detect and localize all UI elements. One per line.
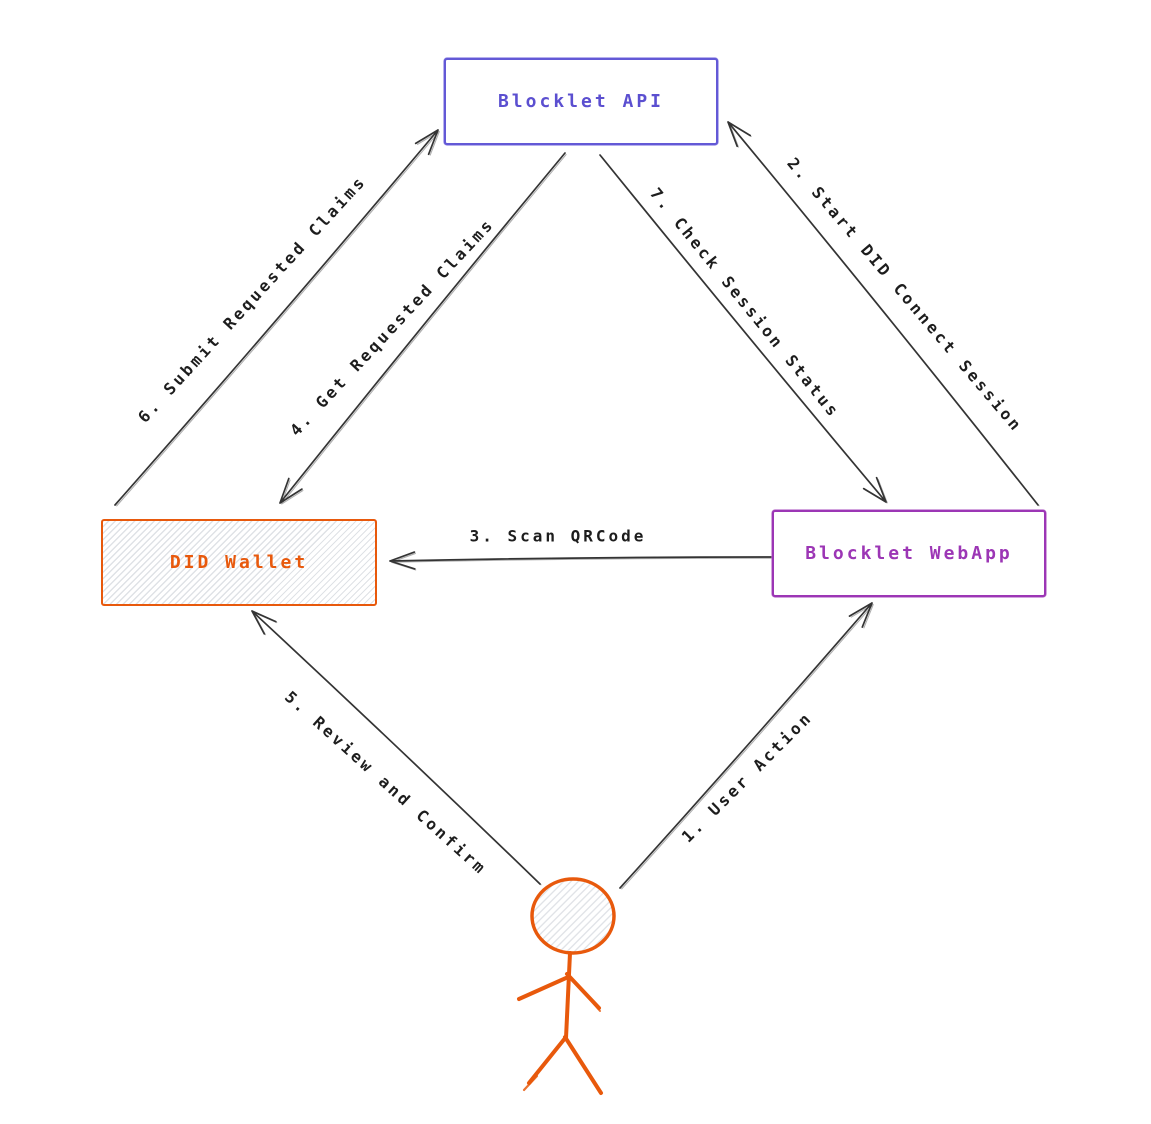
user-arm-left	[517, 976, 568, 1001]
edge-arrow-7	[599, 154, 888, 504]
node-did-wallet: DID Wallet	[101, 519, 377, 606]
edge-label-7-check-session-status: 7. Check Session Status	[646, 184, 844, 422]
edge-label-3-scan-qrcode: 3. Scan QRCode	[469, 526, 647, 546]
edge-arrow-5	[251, 610, 542, 886]
user-leg-left-overdraw	[522, 1074, 539, 1092]
edge-arrow-2	[727, 121, 1040, 507]
node-blocklet-api: Blocklet API	[444, 58, 718, 145]
user-leg-left	[527, 1035, 568, 1085]
edge-arrow-3	[389, 551, 774, 571]
edge-label-4-get-requested-claims: 4. Get Requested Claims	[285, 214, 499, 440]
user-body	[564, 951, 572, 1040]
edge-arrow-1	[619, 602, 874, 890]
user-stick-figure	[517, 877, 616, 1095]
node-blocklet-webapp-label: Blocklet WebApp	[805, 543, 1013, 564]
node-did-wallet-label: DID Wallet	[169, 552, 309, 573]
node-blocklet-webapp: Blocklet WebApp	[772, 510, 1046, 597]
edge-label-5-review-and-confirm: 5. Review and Confirm	[281, 687, 491, 879]
user-arm-right-overdraw	[569, 976, 601, 1012]
node-blocklet-api-label: Blocklet API	[497, 91, 665, 112]
user-leg-right	[563, 1035, 603, 1095]
user-arm-right	[565, 972, 601, 1010]
user-head	[530, 877, 616, 955]
edge-label-1-user-action: 1. User Action	[677, 707, 817, 847]
